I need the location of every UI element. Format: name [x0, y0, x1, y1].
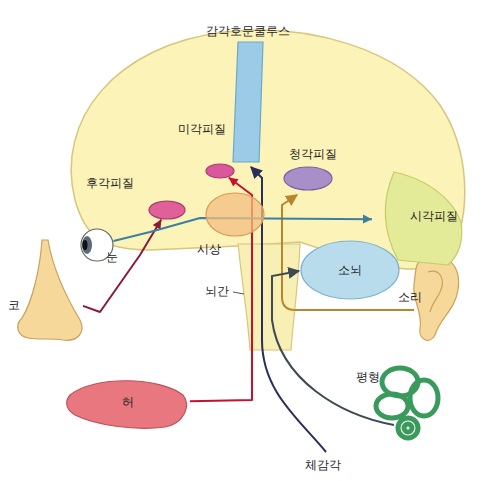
- eye-pupil: [83, 240, 88, 250]
- thalamus-outline: [205, 192, 265, 237]
- auditory-cortex-fill: [284, 167, 332, 190]
- olfactory-cortex-outline: [148, 200, 186, 220]
- node-label: 후각피질: [86, 176, 134, 190]
- thalamus: 시상: [205, 192, 265, 237]
- node-label: 미각피질: [178, 122, 226, 136]
- part-label: 체감각: [305, 458, 341, 472]
- nose-shape-outline: [8, 240, 83, 345]
- cerebrum-outline: [71, 30, 465, 269]
- auditory-cortex-outline: [283, 166, 333, 191]
- gustatory-cortex: 미각피질: [205, 163, 235, 179]
- ear-inner-fold: [428, 271, 442, 312]
- brainstem-leader: [233, 292, 244, 294]
- node-label: 눈: [106, 250, 118, 264]
- nose-shape: 코: [8, 240, 83, 345]
- part-label: 평형: [356, 370, 380, 384]
- tongue-shape-fill: [67, 381, 187, 429]
- nose-shape-fill: [18, 240, 82, 340]
- node-label: 허: [122, 395, 134, 409]
- node-label: 소뇌: [338, 263, 362, 277]
- node-label: 시상: [197, 242, 221, 256]
- homunculus-band: 감각호문쿨루스: [232, 42, 264, 162]
- homunculus-band-fill: [233, 42, 263, 162]
- tongue-shape: 허: [65, 375, 190, 430]
- visual-cortex-fill: [385, 172, 461, 265]
- olfactory-cortex: 후각피질: [148, 200, 186, 220]
- part-label: 뇌간: [205, 284, 229, 298]
- node-label: 청각피질: [289, 147, 337, 161]
- arrow-head: [363, 215, 372, 224]
- inner-ear: [376, 368, 438, 438]
- brainstem-shape: [238, 244, 300, 350]
- homunculus-band-outline: [232, 42, 264, 162]
- auditory-cortex: 청각피질: [283, 166, 333, 191]
- eye-iris: [82, 236, 92, 254]
- olfactory-cortex-fill: [149, 201, 185, 219]
- cerebellum-fill: [301, 241, 399, 299]
- arrow-head: [153, 220, 161, 230]
- thalamus-fill: [206, 193, 264, 236]
- gustatory-cortex-fill: [206, 164, 234, 178]
- cerebellum: 소뇌: [300, 240, 400, 300]
- part-label: 소리: [398, 290, 422, 304]
- eye-ball: 눈: [80, 228, 114, 262]
- node-label: 감각호문쿨루스: [206, 24, 290, 38]
- gustatory-cortex-outline: [205, 163, 235, 179]
- arrow-head: [229, 178, 239, 187]
- node-label: 코: [8, 298, 20, 312]
- node-label: 시각피질: [410, 209, 458, 223]
